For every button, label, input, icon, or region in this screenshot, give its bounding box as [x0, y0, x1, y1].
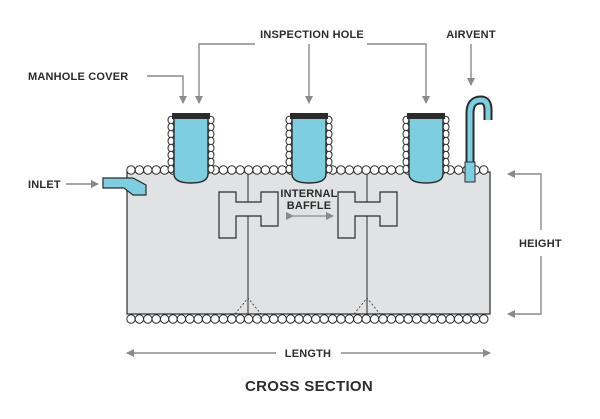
inspection-hole-label: INSPECTION HOLE — [260, 29, 364, 41]
gravel-stone — [378, 314, 388, 324]
gravel-layer-bottom — [126, 314, 489, 324]
gravel-stone — [437, 314, 447, 324]
gravel-stone — [227, 165, 237, 175]
gravel-stone — [277, 314, 287, 324]
divider-footing — [353, 297, 381, 315]
tank-body — [126, 171, 491, 315]
gravel-stone — [260, 314, 271, 324]
gravel-stone — [344, 314, 355, 324]
gravel-stone — [361, 165, 371, 175]
gravel-stone — [353, 314, 363, 324]
gravel-stone — [159, 165, 170, 175]
gravel-stone — [395, 314, 405, 324]
manhole-cover — [290, 113, 328, 119]
manhole-cover — [172, 113, 210, 119]
manhole-cover — [407, 113, 445, 119]
gravel-stone — [378, 165, 388, 175]
gravel-stone — [159, 314, 170, 324]
gravel-stone — [403, 314, 413, 324]
manhole-cover-arrow — [147, 75, 187, 104]
gravel-stone — [386, 314, 397, 324]
divider-footing — [234, 297, 262, 315]
gravel-stone — [143, 165, 153, 175]
gravel-stone — [134, 165, 145, 175]
gravel-stone — [470, 314, 481, 324]
internal-baffle-label-line2: BAFFLE — [287, 200, 332, 212]
gravel-stone — [235, 165, 245, 175]
gravel-stone — [336, 165, 346, 175]
gravel-stone — [252, 165, 262, 175]
gravel-stone — [294, 314, 304, 324]
height-arrow-top — [507, 170, 542, 230]
gravel-stone — [311, 314, 321, 324]
gravel-stone — [243, 314, 254, 324]
inlet-pipe — [102, 177, 147, 196]
gravel-stone — [243, 165, 254, 175]
gravel-stone — [285, 314, 296, 324]
inspection-riser — [167, 113, 215, 184]
gravel-stone — [252, 314, 262, 324]
gravel-stone — [176, 314, 187, 324]
gravel-stone — [260, 165, 271, 175]
gravel-stone — [420, 314, 430, 324]
gravel-stone — [277, 165, 287, 175]
airvent-label: AIRVENT — [446, 29, 496, 41]
gravel-stone — [445, 314, 455, 324]
internal-baffle-label-line1: INTERNAL — [280, 188, 337, 200]
height-label: HEIGHT — [519, 238, 562, 250]
gravel-stone — [269, 165, 279, 175]
inspection-riser — [285, 113, 333, 184]
gravel-stone — [218, 314, 229, 324]
gravel-stone — [319, 314, 329, 324]
internal-baffle-left — [218, 191, 279, 239]
gravel-stone — [235, 314, 245, 324]
inspection-hole-arrow-right — [367, 43, 430, 104]
gravel-stone — [479, 314, 489, 324]
gravel-stone — [126, 165, 136, 175]
gravel-stone — [369, 165, 380, 175]
inlet-label: INLET — [28, 179, 61, 191]
diagram-title: CROSS SECTION — [245, 378, 373, 395]
inspection-risers — [167, 113, 450, 184]
gravel-stone — [462, 314, 472, 324]
gravel-stone — [336, 314, 346, 324]
internal-baffle-right — [337, 191, 398, 239]
gravel-stone — [143, 314, 153, 324]
gravel-stone — [168, 314, 178, 324]
gravel-stone — [386, 165, 397, 175]
gravel-stone — [151, 165, 161, 175]
gravel-stone — [428, 314, 439, 324]
inspection-hole-arrow-left — [195, 43, 255, 104]
length-label: LENGTH — [285, 348, 331, 360]
gravel-stone — [453, 165, 464, 175]
gravel-stone — [411, 314, 422, 324]
gravel-stone — [302, 314, 313, 324]
gravel-stone — [210, 314, 220, 324]
gravel-stone — [126, 314, 136, 324]
gravel-stone — [344, 165, 355, 175]
gravel-stone — [151, 314, 161, 324]
gravel-stone — [193, 314, 203, 324]
gravel-stone — [453, 314, 464, 324]
inspection-riser — [402, 113, 450, 184]
gravel-stone — [479, 165, 489, 175]
gravel-stone — [369, 314, 380, 324]
gravel-stone — [361, 314, 371, 324]
gravel-stone — [201, 314, 212, 324]
gravel-stone — [218, 165, 229, 175]
gravel-stone — [353, 165, 363, 175]
airvent-pipe — [464, 95, 493, 183]
gravel-stone — [269, 314, 279, 324]
manhole-cover-label: MANHOLE COVER — [28, 71, 128, 83]
gravel-stone — [134, 314, 145, 324]
gravel-stone — [327, 314, 338, 324]
gravel-stone — [227, 314, 237, 324]
gravel-stone — [185, 314, 195, 324]
height-arrow-bottom — [507, 256, 542, 318]
